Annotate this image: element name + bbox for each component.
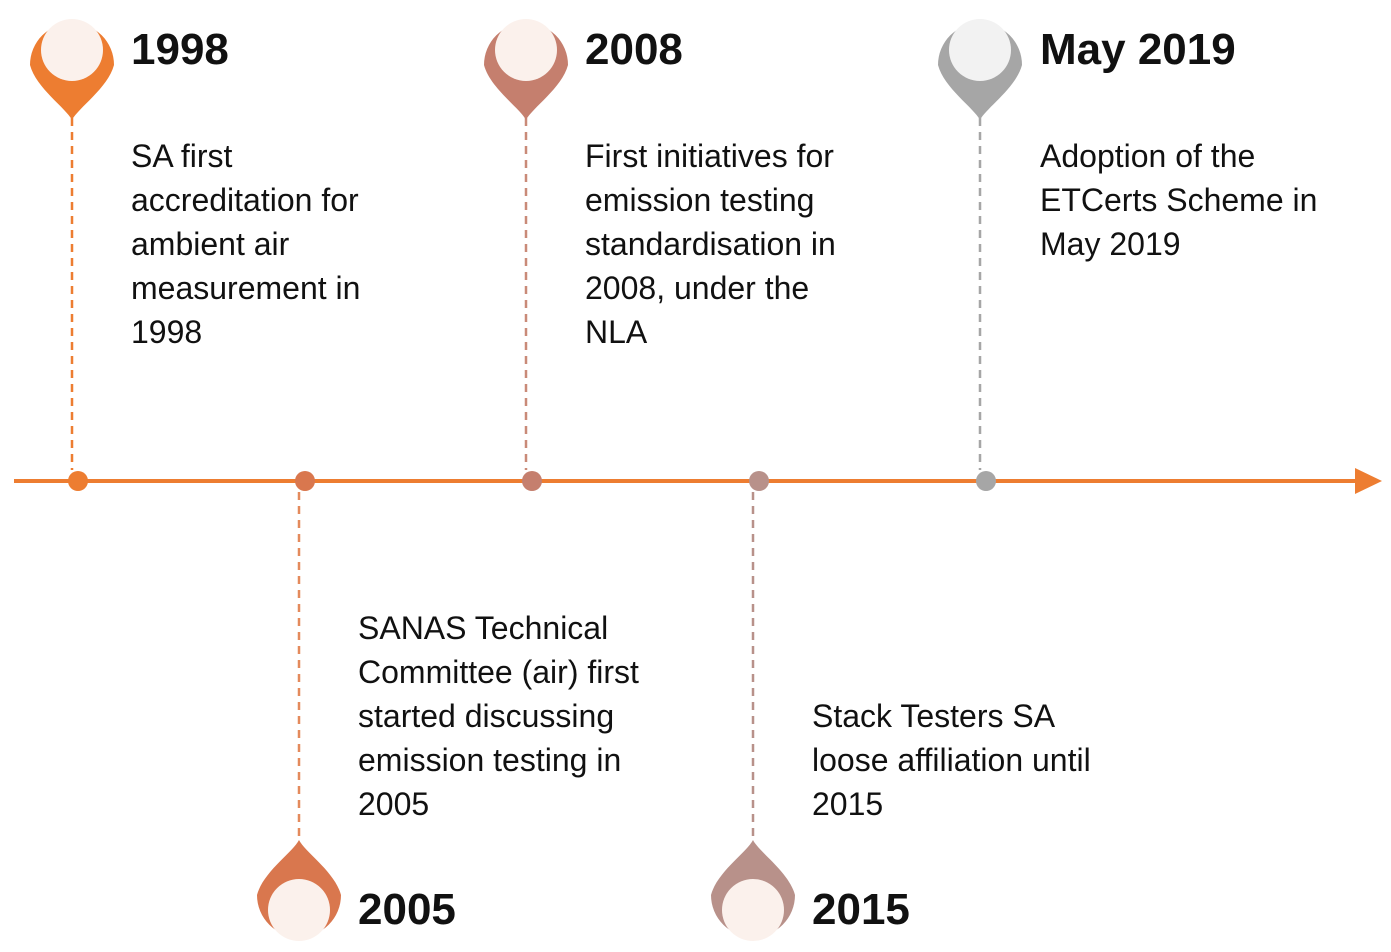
event-year-1998: 1998 <box>131 25 229 74</box>
timeline-dot-2008 <box>522 471 542 491</box>
timeline-dot-2015 <box>749 471 769 491</box>
timeline-dot-1998 <box>68 471 88 491</box>
event-description-1998: SA first accreditation for ambient air m… <box>131 138 361 350</box>
event-year-may-2019: May 2019 <box>1040 25 1236 74</box>
event-description-2005: SANAS Technical Committee (air) first st… <box>358 610 639 822</box>
map-pin-icon-2008 <box>484 19 568 120</box>
map-pin-icon-2015 <box>711 840 795 941</box>
map-pin-icon-may-2019 <box>938 19 1022 120</box>
event-description-2015: Stack Testers SA loose affiliation until… <box>812 698 1091 822</box>
timeline-arrowhead <box>1355 468 1382 494</box>
event-year-2008: 2008 <box>585 25 683 74</box>
event-year-2015: 2015 <box>812 885 910 934</box>
event-year-2005: 2005 <box>358 885 456 934</box>
map-pin-icon-2005 <box>257 840 341 941</box>
event-description-2008: First initiatives for emission testing s… <box>585 138 836 350</box>
map-pin-icon-1998 <box>30 19 114 120</box>
event-description-may-2019: Adoption of the ETCerts Scheme in May 20… <box>1040 138 1318 262</box>
timeline-dot-may-2019 <box>976 471 996 491</box>
timeline-dot-2005 <box>295 471 315 491</box>
